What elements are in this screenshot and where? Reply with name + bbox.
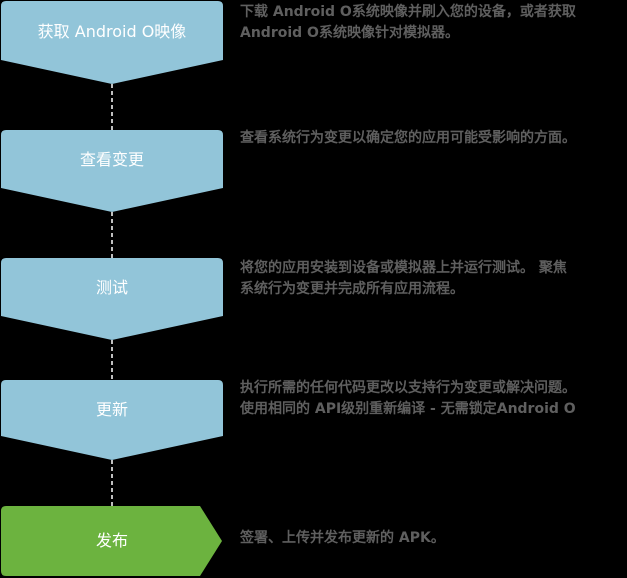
description-line: 执行所需的任何代码更改以支持行为变更或解决问题。 xyxy=(240,380,576,396)
description-line: Android O系统映像针对模拟器。 xyxy=(240,25,459,41)
step-label-get-image: 获取 Android O映像 xyxy=(37,22,187,41)
step-shape-test xyxy=(1,258,223,340)
step-description-publish: 签署、上传并发布更新的 APK。 xyxy=(240,528,625,549)
step-description-update: 执行所需的任何代码更改以支持行为变更或解决问题。 使用相同的 API级别重新编译… xyxy=(240,378,625,420)
step-label-review-changes: 查看变更 xyxy=(79,150,144,169)
description-line: 将您的应用安装到设备或模拟器上并运行测试。 聚焦 xyxy=(240,260,567,276)
step-shape-review-changes xyxy=(1,130,223,212)
description-line: 系统行为变更并完成所有应用流程。 xyxy=(240,281,464,297)
description-line: 下载 Android O系统映像并刷入您的设备，或者获取 xyxy=(240,4,576,20)
step-shape-get-image xyxy=(1,1,223,84)
step-label-test: 测试 xyxy=(95,278,128,297)
step-label-publish: 发布 xyxy=(95,531,128,550)
step-description-get-image: 下载 Android O系统映像并刷入您的设备，或者获取 Android O系统… xyxy=(240,2,625,44)
step-shape-publish xyxy=(1,506,222,576)
step-shape-update xyxy=(1,380,223,460)
description-line: 查看系统行为变更以确定您的应用可能受影响的方面。 xyxy=(240,130,576,146)
step-description-review-changes: 查看系统行为变更以确定您的应用可能受影响的方面。 xyxy=(240,128,625,149)
description-line: 使用相同的 API级别重新编译 - 无需锁定Android O xyxy=(240,401,576,417)
description-line: 签署、上传并发布更新的 APK。 xyxy=(240,530,445,546)
step-label-update: 更新 xyxy=(95,400,128,419)
step-description-test: 将您的应用安装到设备或模拟器上并运行测试。 聚焦 系统行为变更并完成所有应用流程… xyxy=(240,258,625,300)
